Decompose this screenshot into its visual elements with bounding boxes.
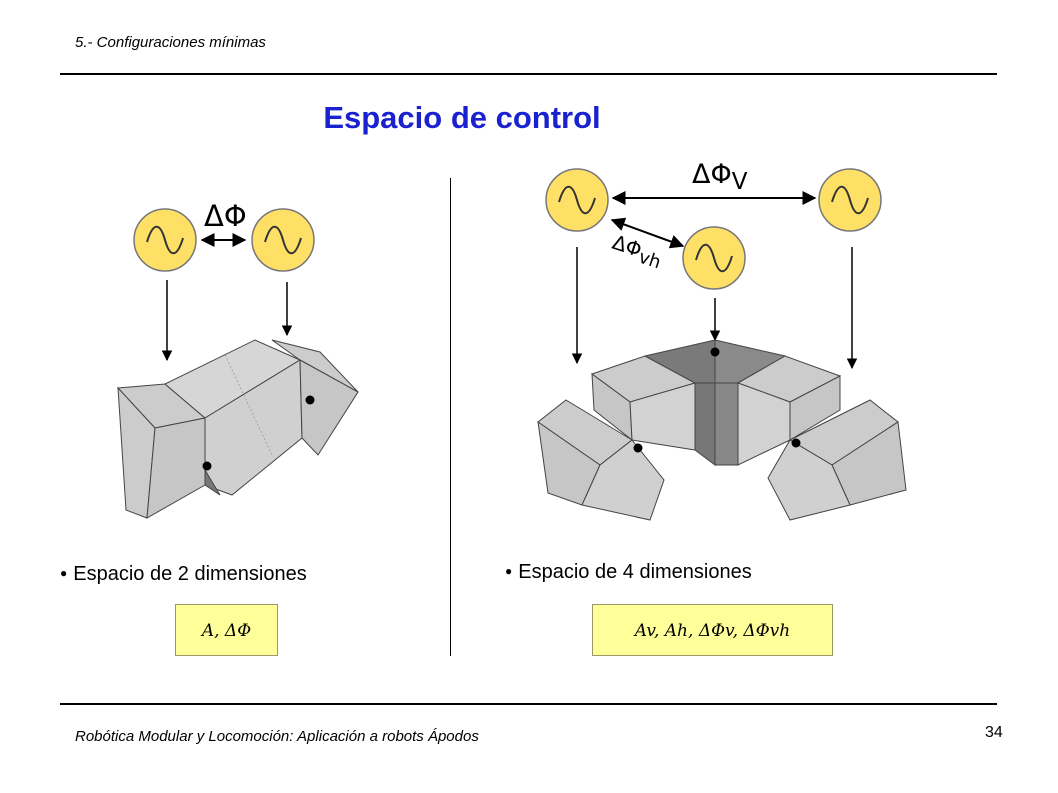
top-rule [60, 73, 997, 75]
phase-vh-arrow [610, 217, 685, 249]
joint-dot [202, 461, 212, 471]
joint-dot [633, 443, 643, 453]
joint-dot [710, 347, 720, 357]
left-figure: ΔΦ [116, 199, 359, 519]
joint-dot [305, 395, 315, 405]
delta-phi-label: ΔΦ [204, 199, 247, 233]
left-formula-box: A, ΔΦ [175, 604, 278, 656]
page-title: Espacio de control [323, 100, 601, 135]
section-header: 5.- Configuraciones mínimas [75, 34, 266, 51]
module-chain [116, 339, 359, 519]
right-bullet-text: Espacio de 4 dimensiones [518, 561, 752, 583]
module-cross [537, 339, 907, 521]
bottom-rule [60, 703, 997, 705]
right-figure: ΔΦV ΔΦvh [537, 159, 907, 521]
right-bullet: ●Espacio de 4 dimensiones [505, 561, 752, 583]
oscillator-icon [818, 168, 882, 232]
oscillator-icon [251, 208, 315, 272]
left-bullet-text: Espacio de 2 dimensiones [73, 563, 307, 585]
oscillator-icon [133, 208, 197, 272]
joint-dot [791, 438, 801, 448]
left-bullet: ●Espacio de 2 dimensiones [60, 563, 307, 585]
column-divider [450, 178, 451, 656]
delta-phi-v-label: ΔΦV [692, 159, 748, 195]
oscillator-icon [682, 226, 746, 290]
page-number: 34 [985, 724, 1003, 741]
oscillator-icon [545, 168, 609, 232]
footer-text: Robótica Modular y Locomoción: Aplicació… [75, 728, 479, 745]
right-formula-box: Av, Ah, ΔΦv, ΔΦvh [592, 604, 833, 656]
